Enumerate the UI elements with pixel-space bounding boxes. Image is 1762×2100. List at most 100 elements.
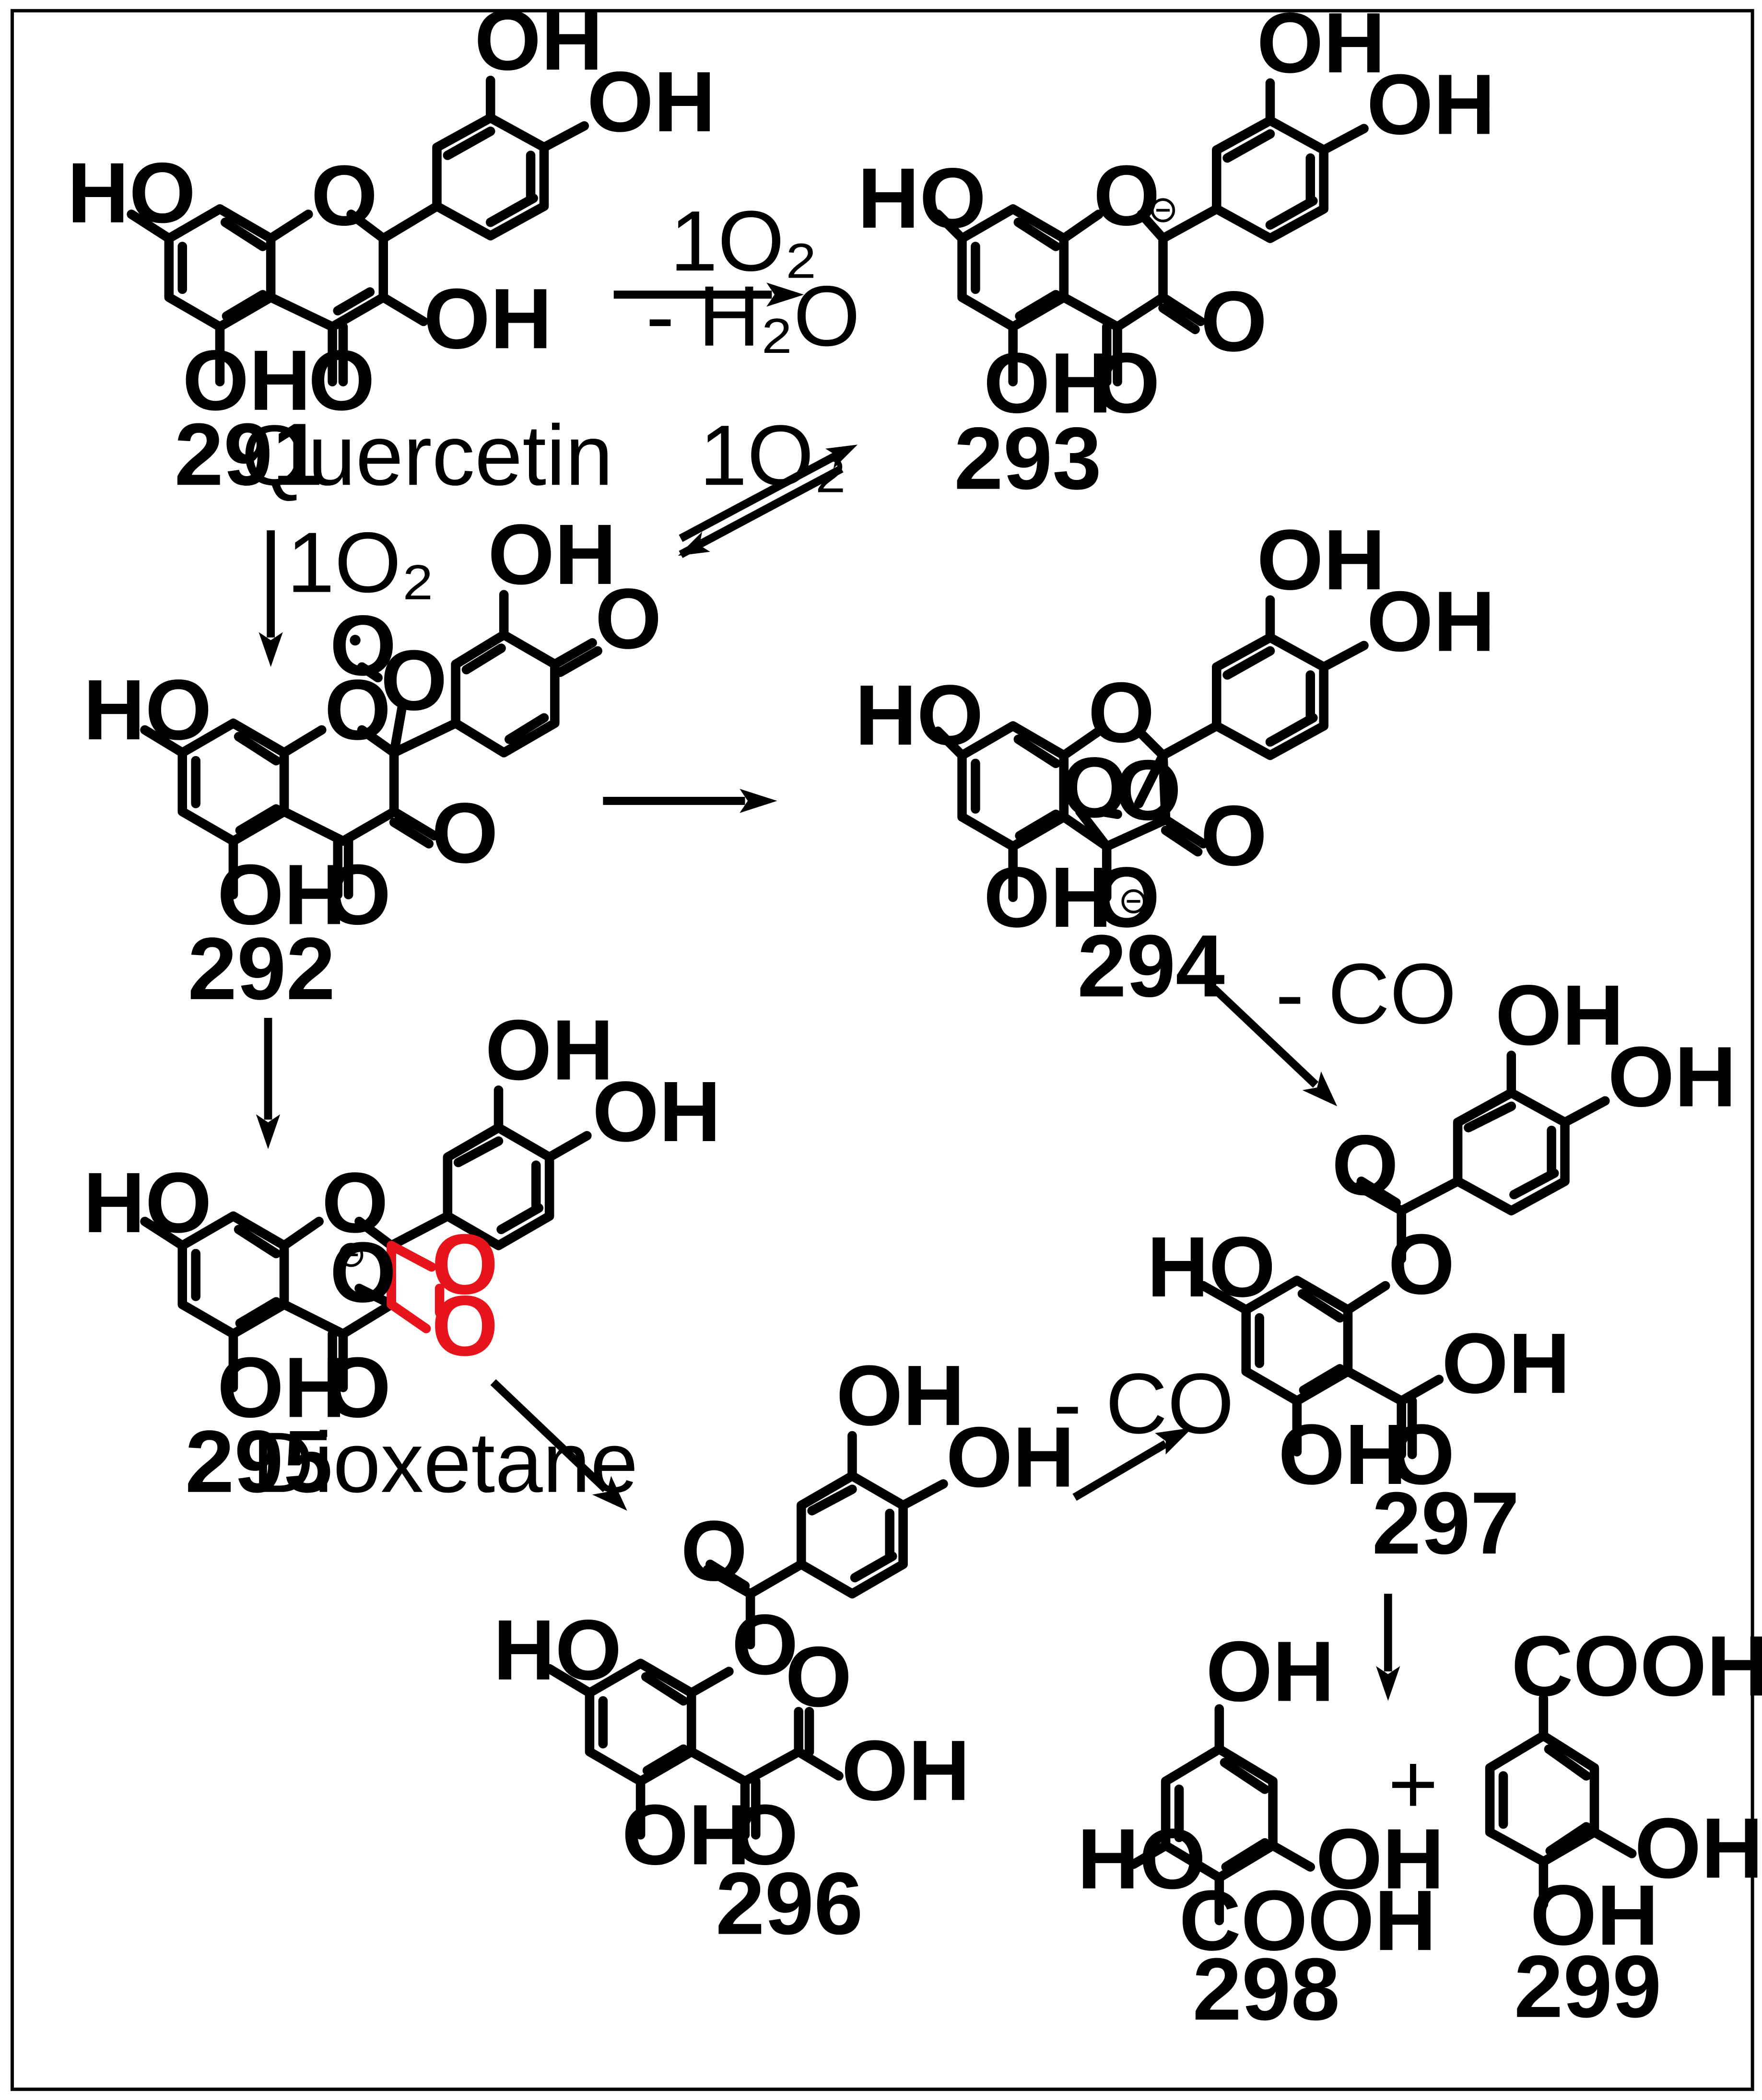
dioxetane-oxygen-1-label: O	[432, 1216, 498, 1312]
hydroxyl-5-label: OH	[182, 332, 311, 428]
compound-291: O HO OH O OH OH OH 291 Quercetin	[67, 0, 716, 504]
arrow-291-to-293: 1O₂ - H₂O	[613, 193, 860, 364]
scheme-frame	[11, 9, 1754, 2091]
peroxy-oxygen-1-label: O	[330, 597, 397, 693]
acid-hydroxyl-label: OH	[1442, 1315, 1570, 1411]
carbonyl-3-label: O	[1200, 788, 1267, 884]
hydroxyl-left-label: HO	[1077, 1811, 1206, 1907]
hydroxyl-3p-label: OH	[474, 0, 603, 88]
endoperoxide-oxygen-1-label: O	[1061, 739, 1128, 835]
hydroxyl-4-label: OH	[1530, 1867, 1658, 1963]
radical-dot-icon	[350, 635, 361, 646]
alkoxide-oxygen-label: O	[330, 1224, 397, 1320]
hydroxyl-5-label: OH	[984, 849, 1112, 945]
compound-295-number: 295	[185, 1412, 333, 1511]
acid-hydroxyl-label: OH	[842, 1722, 970, 1818]
arrow-291-to-292: 1O₂	[258, 514, 435, 667]
carbonyl-4-label: O	[324, 846, 391, 942]
hydroxyl-3p-label: OH	[1495, 967, 1624, 1063]
ester-carbonyl-label: O	[681, 1503, 747, 1598]
hydroxyl-a-label: HO	[493, 1602, 622, 1698]
anion-charge-icon	[1121, 889, 1146, 914]
hydroxyl-7-label: HO	[858, 150, 986, 246]
acid-carbonyl-label: O	[1388, 1406, 1455, 1502]
arrow-297-to-products	[1376, 1594, 1400, 1701]
compound-293: O HO OH O O OH OH 293	[858, 0, 1495, 508]
compound-292-number: 292	[188, 920, 335, 1018]
hydroxyl-b-label: OH	[622, 1786, 750, 1882]
carbonyl-3-label: O	[432, 785, 498, 881]
hydroxyl-7-label: HO	[855, 667, 984, 763]
hydroxyl-3p-label: OH	[836, 1347, 964, 1443]
hydroxyl-3p-label: OH	[1257, 0, 1386, 91]
ring-oxygen-label: O	[1093, 147, 1160, 243]
carboxyl-label: COOH	[1179, 1872, 1436, 1968]
hydroxyl-5-label: OH	[217, 1339, 346, 1435]
hydroxyl-3-label: OH	[423, 270, 552, 366]
hydroxyl-3p-label: OH	[488, 506, 616, 602]
hydroxyl-a-label: HO	[1147, 1219, 1275, 1315]
ester-oxygen-label: O	[732, 1597, 799, 1692]
hydroxyl-4p-label: OH	[587, 54, 716, 150]
compound-291-name: Quercetin	[241, 407, 613, 503]
peroxy-oxygen-2-label: O	[381, 632, 447, 728]
carbonyl-oxygen-label: O	[308, 332, 375, 428]
anion-charge-icon	[1151, 198, 1175, 222]
carbonyl-3-label: O	[1200, 273, 1267, 369]
carboxyl-label: COOH	[1511, 1618, 1762, 1714]
arrow-291-292-reagent: 1O₂	[287, 514, 435, 610]
compound-296: O O HO OH O O OH OH OH 296	[493, 1347, 1074, 1953]
carbonyl-4-label: O	[324, 1339, 391, 1435]
hydroxyl-3-label: OH	[1634, 1800, 1762, 1896]
hydroxyl-7-label: HO	[83, 662, 212, 758]
compound-299: COOH OH OH 299	[1485, 1618, 1762, 2036]
hydroxyl-5-label: OH	[984, 335, 1112, 431]
acid-carbonyl-label: O	[785, 1629, 852, 1725]
arrow-294-to-297: - CO	[1211, 945, 1457, 1107]
arrow-292-to-294	[603, 789, 777, 813]
dioxetane-ring	[387, 1241, 445, 1333]
compound-294: O O O HO OH O O OH OH 294	[855, 512, 1495, 1015]
hydroxyl-4p-label: OH	[1367, 56, 1495, 152]
compound-293-number: 293	[954, 409, 1102, 508]
arrow-295-to-296	[490, 1379, 627, 1511]
compound-294-number: 294	[1077, 917, 1225, 1015]
hydroxyl-top-label: OH	[1206, 1623, 1334, 1719]
dioxetane-oxygen-2-label: O	[432, 1278, 498, 1374]
hydroxyl-4p-label: OH	[592, 1063, 721, 1159]
hydroxyl-4p-label: OH	[946, 1409, 1074, 1505]
hydroxyl-7-label: HO	[67, 145, 196, 241]
compound-297-number: 297	[1372, 1474, 1520, 1573]
hydroxyl-7-label: HO	[83, 1155, 212, 1250]
compound-299-number: 299	[1514, 1937, 1662, 2036]
compound-296-number: 296	[716, 1855, 863, 1953]
hydroxyl-3p-label: OH	[485, 1002, 614, 1097]
ring-oxygen-label: O	[311, 147, 377, 243]
arrow-292-to-295	[256, 1017, 281, 1149]
hydroxyl-b-label: OH	[1278, 1406, 1407, 1502]
arrow-291-293-reagent: 1O₂	[670, 193, 818, 289]
arrow-294-297-byproduct: - CO	[1276, 945, 1457, 1041]
compound-298-number: 298	[1192, 1940, 1340, 2039]
anion-charge-icon	[339, 1243, 364, 1267]
endoperoxide-oxygen-2-label: O	[1115, 742, 1181, 838]
arrow-291-293-byproduct: - H₂O	[646, 268, 860, 364]
ring-oxygen-label: O	[324, 662, 391, 758]
keto-oxygen-label: O	[732, 1786, 799, 1882]
compound-298: OH HO OH COOH 298	[1077, 1623, 1444, 2039]
ketone-oxygen-label: O	[595, 571, 662, 666]
hydroxyl-right-label: OH	[1316, 1811, 1444, 1907]
hydroxyl-3p-label: OH	[1257, 512, 1386, 607]
ring-oxygen-label: O	[1088, 665, 1155, 760]
hydroxyl-5-label: OH	[217, 846, 346, 942]
compound-292: O O O HO OH O O OH O 292	[83, 506, 662, 1018]
arrow-296-to-297: - CO	[1053, 1355, 1234, 1501]
ester-carbonyl-label: O	[1332, 1117, 1398, 1213]
carbonyl-4-label: O	[1093, 335, 1160, 431]
hydroxyl-4p-label: OH	[1608, 1028, 1736, 1124]
arrow-296-297-byproduct: - CO	[1053, 1355, 1234, 1451]
compound-291-number: 291	[174, 405, 322, 504]
compound-297: O O HO OH O OH OH OH 297	[1147, 967, 1736, 1573]
alkoxide-oxygen-label: O	[1093, 849, 1160, 945]
